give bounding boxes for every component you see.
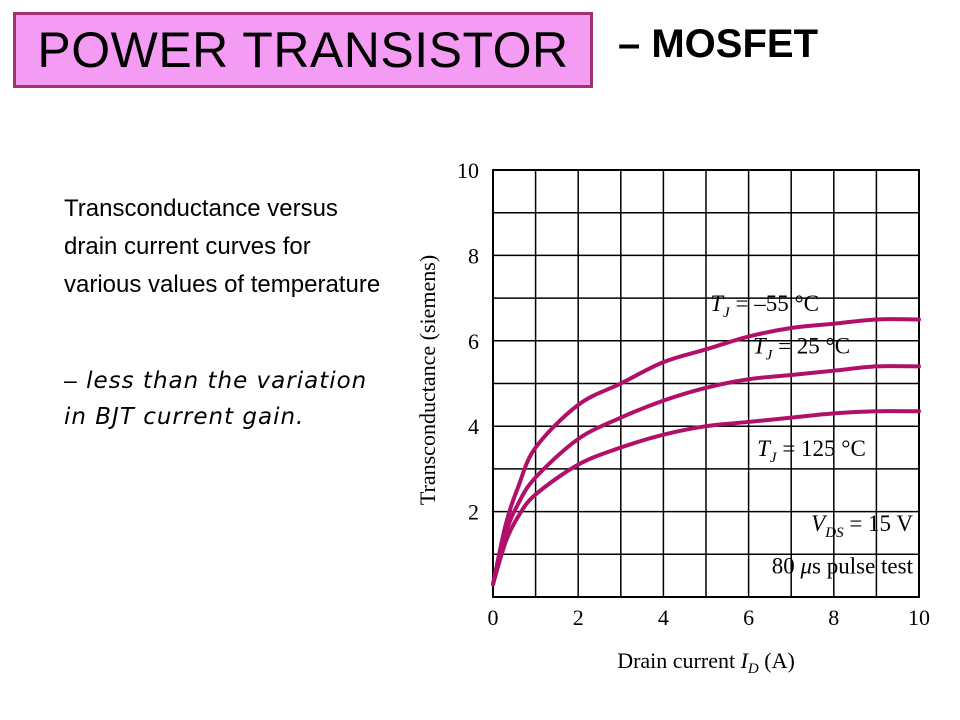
curve-label-var: T — [753, 334, 768, 359]
note-dash: – — [64, 367, 78, 393]
vds-annotation: VDS = 15 V — [811, 511, 913, 541]
pulse-rest: s pulse test — [812, 554, 914, 579]
curves — [491, 317, 921, 587]
x-tick-label: 4 — [658, 605, 669, 630]
x-tick-label: 8 — [828, 605, 839, 630]
y-tick-label: 8 — [468, 243, 479, 268]
curve-series-3 — [491, 409, 921, 587]
curve-label-var: T — [710, 291, 725, 316]
curve-label-sub: J — [770, 450, 778, 466]
pulse-pre: 80 — [772, 554, 801, 579]
plot-frame — [492, 169, 920, 598]
title-box: POWER TRANSISTOR — [13, 12, 593, 88]
pulse-greek: μ — [800, 554, 813, 579]
curve-label-sub: J — [766, 348, 774, 364]
x-axis-label-sub: D — [747, 661, 759, 677]
x-axis-label-main: Drain current — [617, 648, 740, 673]
curve-series-1 — [491, 317, 921, 587]
x-axis-label-var: I — [740, 648, 750, 673]
note-body: less than the variation in BJT current g… — [64, 368, 368, 430]
tick-labels: 0 2 4 6 8 10 2 4 6 8 10 — [457, 158, 930, 630]
curve-series-2 — [491, 364, 921, 587]
slide-title: POWER TRANSISTOR — [37, 22, 569, 78]
slide-subtitle: – MOSFET — [618, 22, 819, 66]
curve-label-var: T — [757, 436, 772, 461]
y-tick-label: 6 — [468, 329, 479, 354]
y-tick-label: 10 — [457, 158, 479, 183]
chart-description: Transconductance versus drain current cu… — [64, 195, 381, 298]
curve-label-1: TJ = –55 °C — [710, 291, 819, 321]
x-tick-label: 6 — [743, 605, 754, 630]
vds-sub: DS — [824, 525, 844, 541]
curve-label-rest: = 125 °C — [777, 436, 866, 461]
pulse-annotation: 80 μs pulse test — [772, 554, 914, 579]
x-tick-label: 10 — [908, 605, 930, 630]
y-tick-label: 4 — [468, 414, 479, 439]
x-axis-label: Drain current ID (A) — [617, 648, 795, 677]
x-tick-label: 0 — [488, 605, 499, 630]
grid — [492, 169, 920, 598]
y-axis-label: Transconductance (siemens) — [415, 255, 440, 505]
vds-rest: = 15 V — [844, 511, 914, 536]
x-axis-label-unit: (A) — [759, 648, 795, 673]
curve-label-rest: = –55 °C — [730, 291, 819, 316]
curve-label-rest: = 25 °C — [772, 334, 850, 359]
vds-var: V — [811, 511, 828, 536]
curve-label-2: TJ = 25 °C — [753, 334, 850, 364]
curve-label-sub: J — [723, 305, 731, 321]
curve-label-3: TJ = 125 °C — [757, 436, 866, 466]
x-tick-label: 2 — [573, 605, 584, 630]
y-tick-label: 2 — [468, 500, 479, 525]
note-text: – less than the variation in BJT current… — [64, 362, 384, 435]
